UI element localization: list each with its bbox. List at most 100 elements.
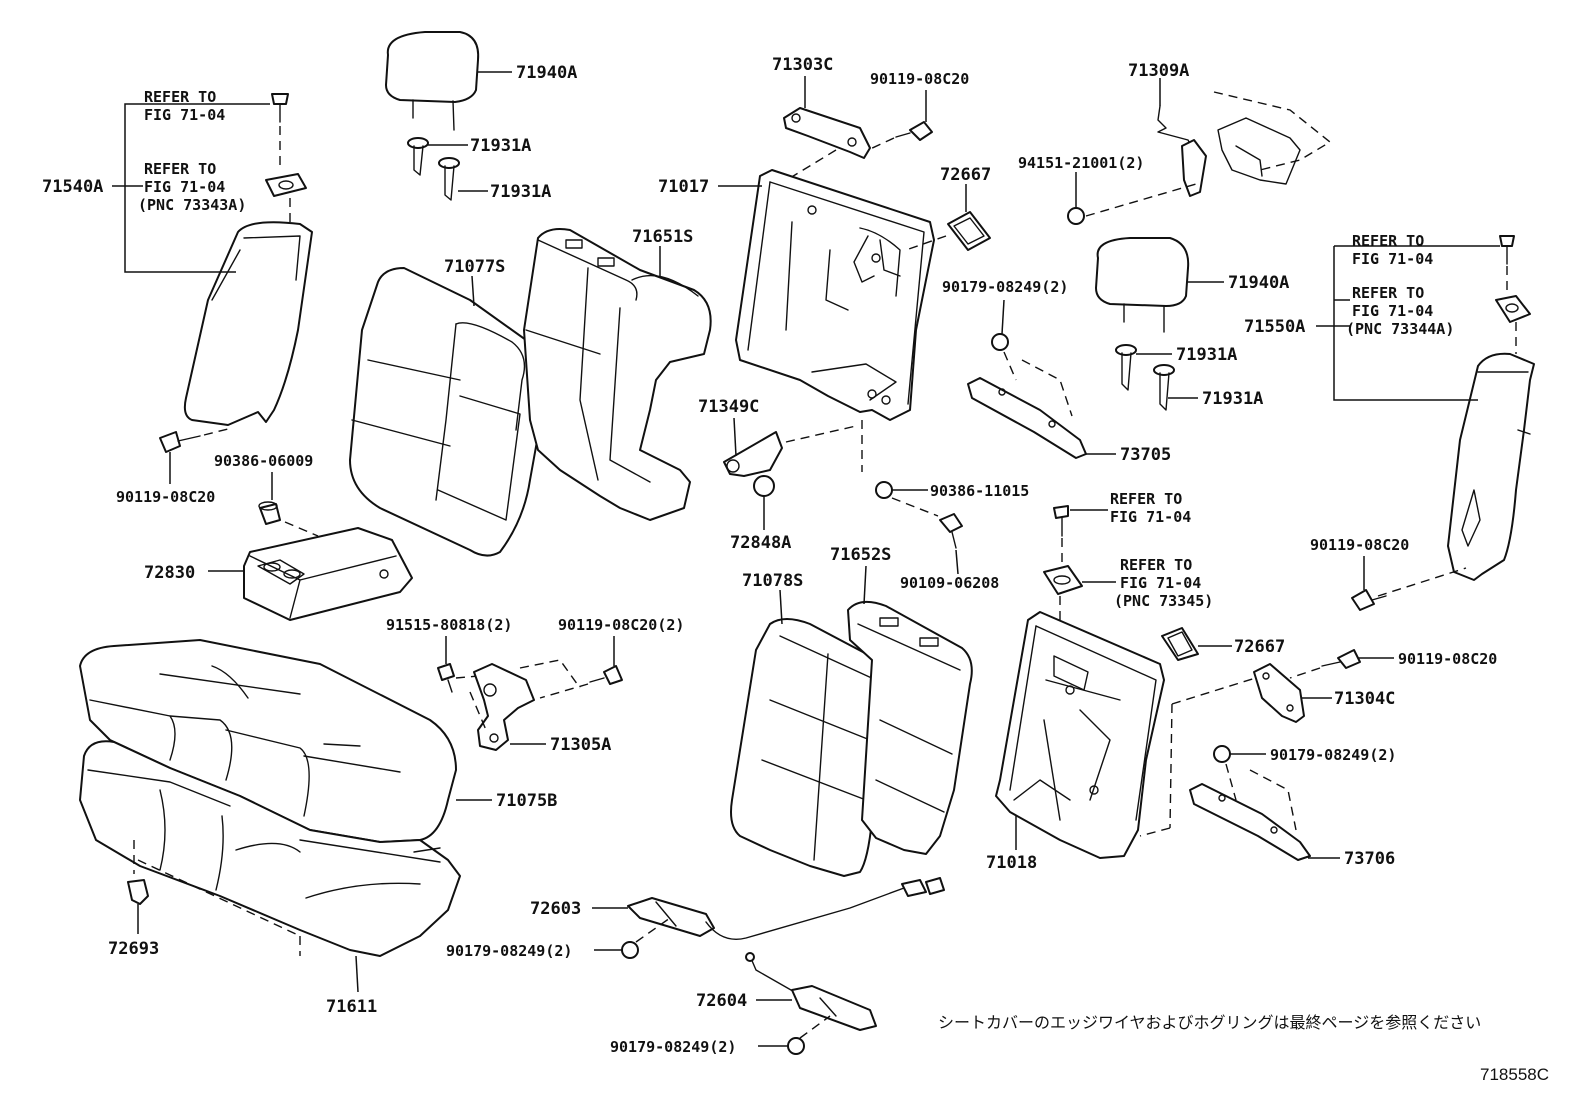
screw-refer-71-04-left [271,93,289,123]
headrest-guide-b [438,157,460,201]
nut-90179-08249-cable1 [621,941,639,959]
clip-73345 [1043,565,1083,595]
label-90109-06208: 90109-06208 [900,574,999,592]
label-71018: 71018 [986,853,1037,873]
label-71309A: 71309A [1128,61,1189,81]
seatback-frame-71017 [735,169,935,421]
clip-73343A [265,173,307,197]
headrest-guide-a [407,137,429,176]
refer-note-4-line2: FIG 71-04 [1352,302,1433,320]
footnote-japanese: シートカバーのエッジワイヤおよびホグリングは最終ページを参照ください [938,1013,1481,1032]
label-71304C: 71304C [1334,689,1395,709]
label-90119-08C20-top: 90119-08C20 [870,70,969,88]
label-71017: 71017 [658,177,709,197]
label-90179-08249-cable2: 90179-08249(2) [610,1038,736,1056]
trim-71550A [1447,352,1535,581]
screw-90119-08C20-left [159,431,201,453]
label-90119-08C20-left: 90119-08C20 [116,488,215,506]
label-71651S: 71651S [632,227,693,247]
cover-72667-top [947,211,991,251]
hinge-bracket-71304C [1253,663,1305,723]
seatback-cover-71078S [730,618,890,877]
refer-note-1-line2: FIG 71-04 [144,106,225,124]
striker-71349C [723,431,783,477]
label-71652S: 71652S [830,545,891,565]
refer-note-2-line2: FIG 71-04 [144,178,225,196]
seatback-cover-71077S [349,267,550,557]
refer-note-5-line2: FIG 71-04 [1110,508,1191,526]
seatback-frame-71018 [995,611,1165,859]
label-71075B: 71075B [496,791,557,811]
label-72830: 72830 [144,563,195,583]
armrest-72830 [243,527,413,621]
label-72693: 72693 [108,939,159,959]
label-71940A-top: 71940A [516,63,577,83]
refer-note-6-line2: FIG 71-04 [1120,574,1201,592]
clip-72693 [127,879,149,905]
rail-73706 [1189,783,1311,861]
headrest-guide-c [1115,344,1137,391]
screw-90119-08C20-right [1351,589,1387,611]
label-72603: 72603 [530,899,581,919]
label-71540A: 71540A [42,177,103,197]
screw-91515-80818 [437,663,455,693]
label-90179-08249-lower: 90179-08249(2) [1270,746,1396,764]
label-71931A-a: 71931A [470,136,531,156]
bolt-90119-08C20-far [1321,649,1361,669]
label-72848A: 72848A [730,533,791,553]
nut-90179-08249-lower [1213,745,1231,763]
label-90119-08C20-right: 90119-08C20 [1310,536,1409,554]
label-72667-top: 72667 [940,165,991,185]
bolt-90119-08C20-top [895,121,933,141]
bolt-90109-06208 [939,513,963,549]
label-72604: 72604 [696,991,747,1011]
label-71078S: 71078S [742,571,803,591]
release-cable-72604 [745,952,877,1031]
label-72667-bottom: 72667 [1234,637,1285,657]
refer-note-5-line1: REFER TO [1110,490,1182,508]
label-90119-08C20-far: 90119-08C20 [1398,650,1497,668]
refer-note-2-line3: (PNC 73343A) [138,196,246,214]
label-71303C: 71303C [772,55,833,75]
label-71550A: 71550A [1244,317,1305,337]
label-73705: 73705 [1120,445,1171,465]
label-73706: 73706 [1344,849,1395,869]
refer-note-2-line1: REFER TO [144,160,216,178]
rail-73705 [967,377,1087,459]
headrest-71940A-top [385,31,480,131]
screw-refer-71-04-right [1499,235,1515,265]
screw-refer-71-04-mid [1053,505,1069,537]
nut-90179-08249-cable2 [787,1037,805,1055]
label-90119-08C20-2: 90119-08C20(2) [558,616,684,634]
refer-note-3-line1: REFER TO [1352,232,1424,250]
refer-note-4-line1: REFER TO [1352,284,1424,302]
seat-cushion-cover-71075B [79,639,457,843]
trim-71540A [183,221,313,426]
hinge-71305A [473,663,535,751]
headrest-71940A-right [1095,237,1190,333]
label-71077S: 71077S [444,257,505,277]
cap-72848A [753,475,775,497]
bolt-90119-08C20-2 [589,665,623,685]
nut-90386-11015 [875,481,893,499]
hinge-bracket-71303C [783,107,871,159]
lock-bracket-71309A [1157,105,1207,197]
refer-note-1-line1: REFER TO [144,88,216,106]
seatback-cover-71651S [523,228,712,521]
label-91515-80818: 91515-80818(2) [386,616,512,634]
label-71349C: 71349C [698,397,759,417]
label-94151-21001: 94151-21001(2) [1018,154,1144,172]
label-90179-08249-cable1: 90179-08249(2) [446,942,572,960]
nut-90179-08249-upper [991,333,1009,351]
refer-note-4-line3: (PNC 73344A) [1346,320,1454,338]
nut-94151-21001 [1067,207,1085,225]
clip-73344A [1495,295,1531,323]
clip-90386-06009 [258,501,281,525]
headrest-guide-d [1153,364,1175,411]
label-71305A: 71305A [550,735,611,755]
label-71931A-d: 71931A [1202,389,1263,409]
label-71931A-c: 71931A [1176,345,1237,365]
body-panel-upper-right [1217,117,1301,185]
